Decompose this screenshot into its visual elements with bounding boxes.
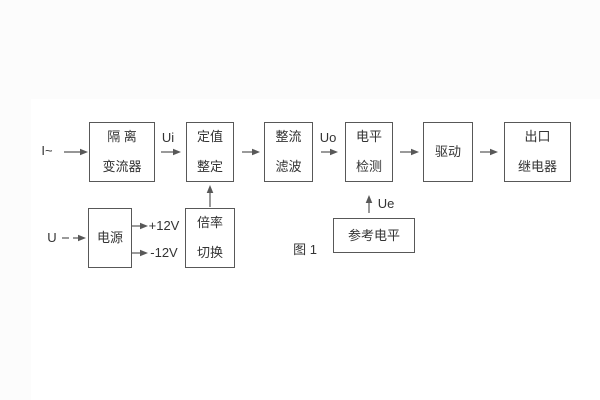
- block-line: 出口: [524, 129, 551, 144]
- label-input-current: I~: [41, 143, 53, 158]
- figure-caption: 图 1: [293, 242, 317, 257]
- block-line: 继电器: [517, 159, 557, 174]
- block-level-detect: 电平 检测: [345, 122, 393, 182]
- block-ratio-switch: 倍率 切换: [185, 208, 235, 268]
- label-input-voltage: U: [47, 230, 57, 245]
- block-line: 电源: [96, 230, 123, 245]
- block-line: 整流: [275, 129, 302, 144]
- block-line: 驱动: [434, 144, 461, 159]
- label-ui: Ui: [161, 130, 175, 145]
- block-line: 变流器: [102, 159, 142, 174]
- block-line: 定值: [196, 129, 223, 144]
- block-line: 电平: [355, 129, 382, 144]
- block-line: 整定: [196, 159, 223, 174]
- block-line: 检测: [355, 159, 382, 174]
- label-uo: Uo: [319, 130, 337, 145]
- label-rail-pos: +12V: [148, 218, 180, 233]
- block-rectifier-filter: 整流 滤波: [264, 122, 313, 182]
- block-power-supply: 电源: [88, 208, 132, 268]
- block-line: 滤波: [275, 159, 302, 174]
- block-output-relay: 出口 继电器: [504, 122, 571, 182]
- block-line: 切换: [196, 245, 223, 260]
- block-line: 隔 离: [107, 129, 137, 144]
- label-rail-neg: -12V: [150, 245, 178, 260]
- block-isolation-transformer: 隔 离 变流器: [89, 122, 155, 182]
- block-line: 倍率: [196, 215, 223, 230]
- block-driver: 驱动: [423, 122, 473, 182]
- block-reference-level: 参考电平: [333, 218, 415, 253]
- label-ue: Ue: [377, 196, 395, 211]
- block-line: 参考电平: [347, 227, 400, 243]
- block-setpoint-adjust: 定值 整定: [186, 122, 234, 182]
